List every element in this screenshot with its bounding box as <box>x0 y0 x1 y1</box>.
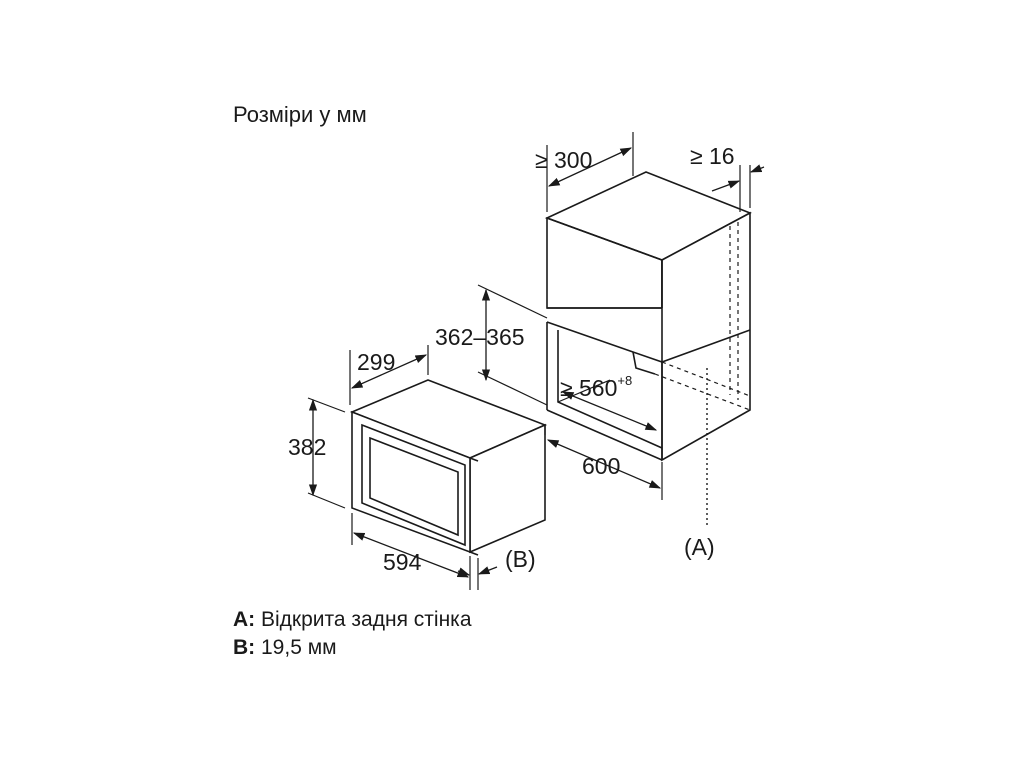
dim-top-gap: ≥ 16 <box>690 143 735 169</box>
dim-niche-depth: 600 <box>582 453 620 479</box>
callout-a: (A) <box>684 534 715 560</box>
legend-key-a: A: <box>233 608 256 631</box>
dim-oven-depth: 299 <box>357 349 395 375</box>
dim-niche-width: ≥ 560+8 <box>560 373 632 401</box>
legend-text-a: Відкрита задня стінка <box>255 608 472 631</box>
legend-item-b: B: 19,5 мм <box>233 636 337 660</box>
dim-niche-width-value: ≥ 560 <box>560 375 617 401</box>
dim-top-depth: ≥ 300 <box>535 147 592 173</box>
dim-oven-width: 594 <box>383 549 422 575</box>
dimension-lines <box>308 147 765 578</box>
cabinet <box>544 171 752 462</box>
page-title: Розміри у мм <box>233 102 367 127</box>
legend-item-a: A: Відкрита задня стінка <box>233 608 472 632</box>
dim-niche-height: 362–365 <box>435 324 525 350</box>
oven <box>349 379 548 556</box>
legend-key-b: B: <box>233 636 256 659</box>
dim-niche-width-tolerance: +8 <box>617 373 632 388</box>
dim-oven-height: 382 <box>288 434 326 460</box>
callout-b: (B) <box>505 546 536 572</box>
legend-text-b: 19,5 мм <box>255 636 337 659</box>
